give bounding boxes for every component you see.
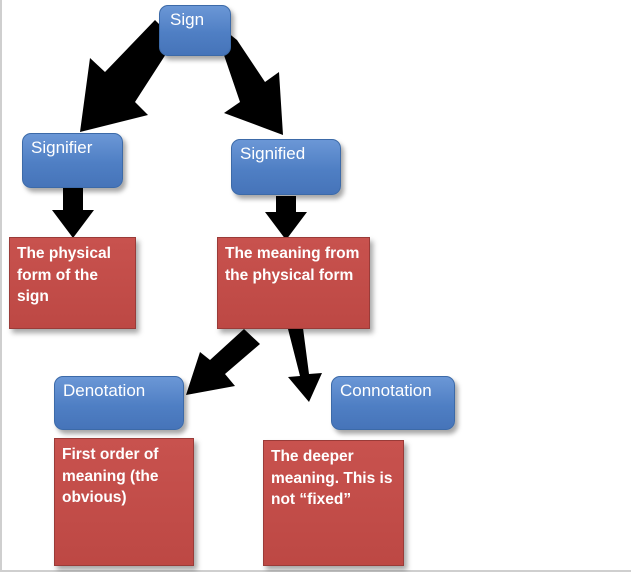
node-denotation-description: First order of meaning (the obvious) (54, 438, 194, 566)
node-denotation-label: Denotation (63, 381, 146, 400)
node-signifier-label: Signifier (31, 138, 93, 157)
node-signified-description-text: The meaning from the physical form (225, 245, 360, 284)
arrow-signifier-to-desc (52, 188, 94, 238)
node-signified-label: Signified (240, 144, 306, 163)
frame-bottom-edge (0, 570, 631, 572)
node-connotation-label: Connotation (340, 381, 432, 400)
arrow-sign-to-signifier (80, 20, 175, 132)
node-signifier-description: The physical form of the sign (9, 237, 136, 329)
arrow-signified-to-desc (265, 196, 307, 240)
node-signifier-description-text: The physical form of the sign (17, 245, 111, 305)
arrow-meaning-to-connotation (288, 328, 322, 402)
node-signified: Signified (231, 139, 341, 195)
node-connotation-description-text: The deeper meaning. This is not “fixed” (271, 448, 393, 508)
frame-left-edge (0, 0, 2, 572)
node-connotation-description: The deeper meaning. This is not “fixed” (263, 440, 404, 566)
node-signified-description: The meaning from the physical form (217, 237, 370, 329)
node-sign: Sign (159, 5, 231, 56)
node-denotation-description-text: First order of meaning (the obvious) (62, 446, 159, 506)
node-signifier: Signifier (22, 133, 123, 188)
node-sign-label: Sign (170, 10, 205, 29)
node-connotation: Connotation (331, 376, 455, 430)
arrow-meaning-to-denotation (186, 329, 260, 395)
node-denotation: Denotation (54, 376, 184, 430)
